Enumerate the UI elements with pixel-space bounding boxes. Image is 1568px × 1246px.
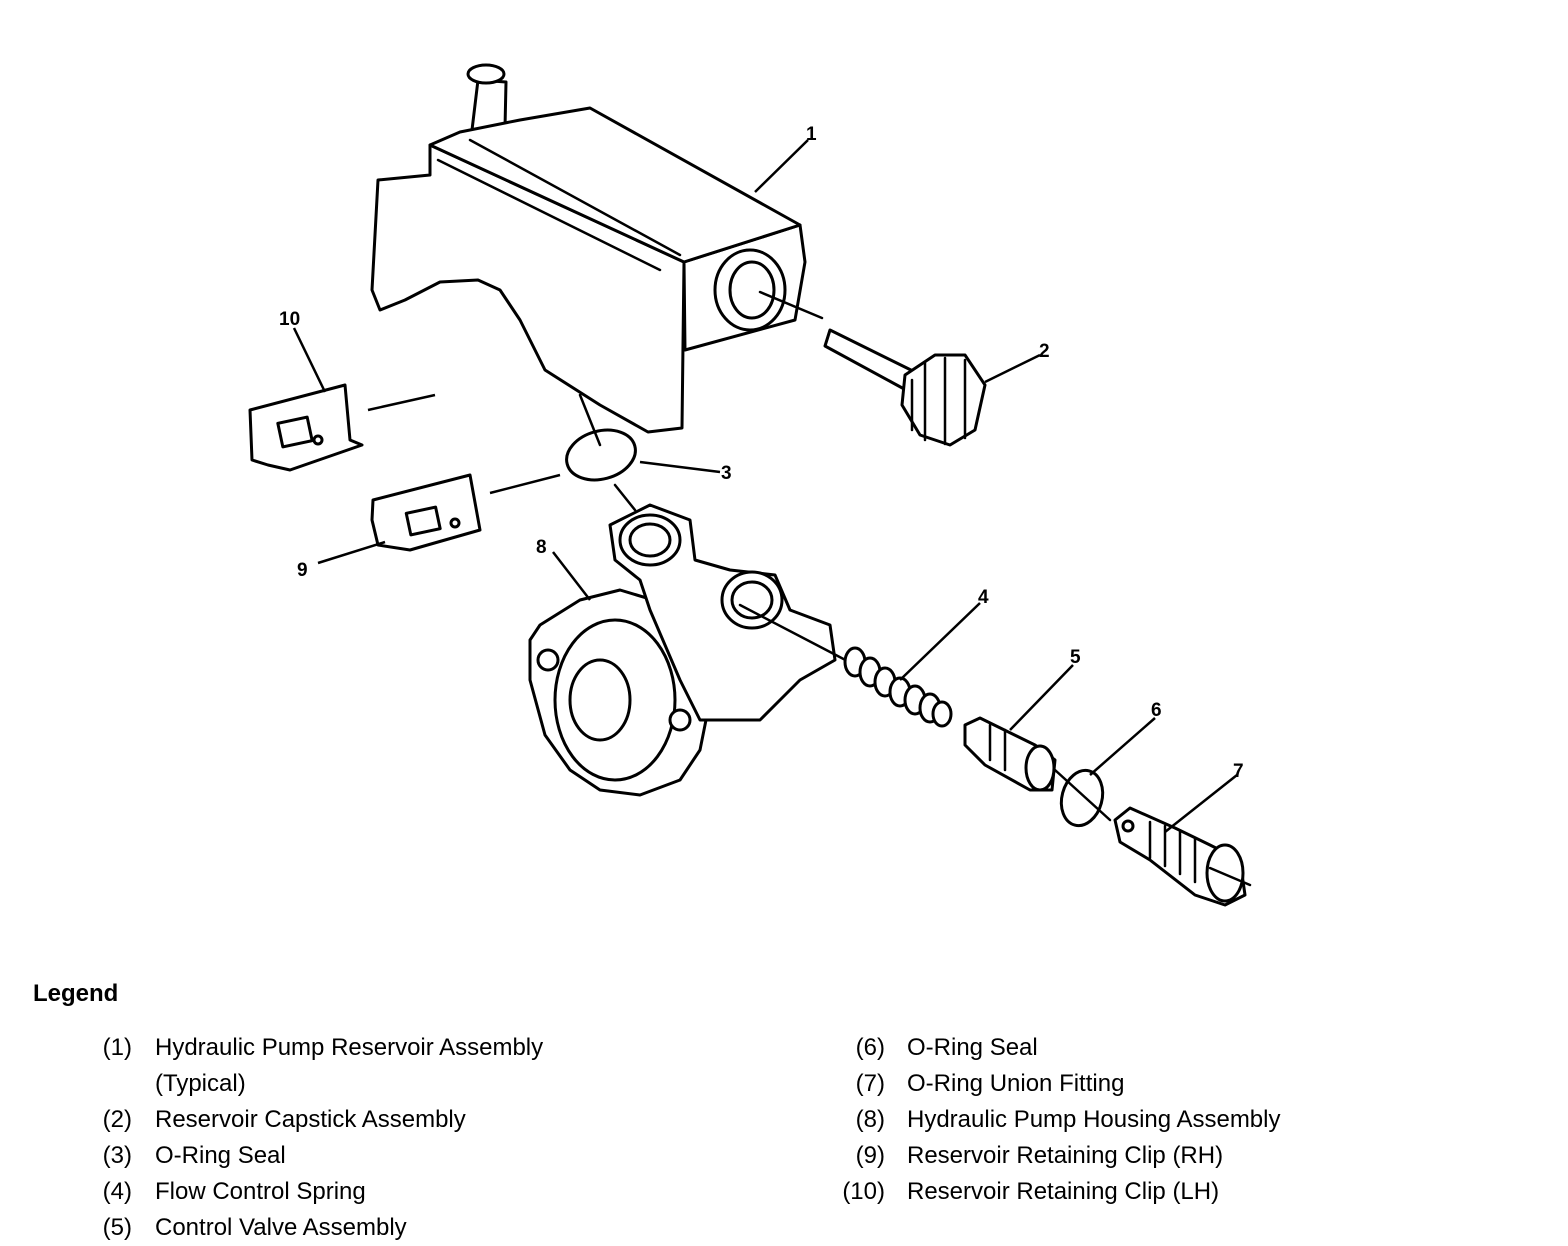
legend-item: (3) O-Ring Seal [0,1138,700,1174]
legend-item-text: O-Ring Seal [155,1142,286,1169]
legend-item-number: (3) [102,1142,132,1169]
legend-item: (8) Hydraulic Pump Housing Assembly [780,1102,1540,1138]
part-flow-control-spring [738,603,953,728]
legend-item-text: O-Ring Seal [907,1034,1038,1061]
callout-5: 5 [1070,647,1081,668]
legend-item: (7) O-Ring Union Fitting [780,1066,1540,1102]
legend-item: (6) O-Ring Seal [780,1030,1540,1066]
exploded-view-diagram: 1 2 3 4 5 6 7 8 9 10 [248,63,1252,907]
callout-1: 1 [806,124,817,145]
callout-8: 8 [536,537,547,558]
callout-7: 7 [1233,761,1244,782]
legend-item-number: (2) [102,1106,132,1133]
legend-right-column: (6) O-Ring Seal (7) O-Ring Union Fitting… [780,1030,1540,1210]
part-pump-housing [528,503,837,797]
part-o-ring-seal-6 [1059,768,1105,828]
part-capstick [758,290,987,447]
legend-item-text: O-Ring Union Fitting [907,1070,1125,1097]
legend-item-text: Control Valve Assembly [155,1214,407,1241]
legend-item: (2) Reservoir Capstick Assembly [0,1102,700,1138]
legend-item-number: (1) [102,1034,132,1061]
callout-4: 4 [978,587,989,608]
legend-item: (4) Flow Control Spring [0,1174,700,1210]
legend-item-number: (7) [855,1070,885,1097]
legend-item-text: Hydraulic Pump Housing Assembly [907,1106,1281,1133]
legend-item-text: Flow Control Spring [155,1178,366,1205]
part-clip-lh [248,383,364,472]
callout-9: 9 [297,560,308,581]
legend-title: Legend [33,980,119,1007]
legend-item-text: Reservoir Capstick Assembly [155,1106,466,1133]
part-clip-rh [370,473,482,552]
legend-left-column: (1) Hydraulic Pump Reservoir Assembly (T… [0,1030,700,1246]
legend-item: (9) Reservoir Retaining Clip (RH) [780,1138,1540,1174]
legend-item-text: Reservoir Retaining Clip (LH) [907,1178,1220,1205]
legend-item: (1) Hydraulic Pump Reservoir Assembly (T… [0,1030,700,1102]
part-o-ring-seal-3 [565,428,637,482]
callout-10: 10 [279,309,300,330]
part-union-fitting [1113,806,1252,907]
legend-item-text: Hydraulic Pump Reservoir Assembly (Typic… [155,1034,544,1097]
legend-item-number: (5) [102,1214,132,1241]
part-reservoir [370,63,807,434]
legend-item-number: (9) [855,1142,885,1169]
legend-item-number: (10) [842,1178,885,1205]
legend-item-text: Reservoir Retaining Clip (RH) [907,1142,1224,1169]
callout-6: 6 [1151,700,1162,721]
callout-2: 2 [1039,341,1050,362]
legend-item-number: (6) [855,1034,885,1061]
legend-item: (10) Reservoir Retaining Clip (LH) [780,1174,1540,1210]
legend-item: (5) Control Valve Assembly [0,1210,700,1246]
legend-item-number: (4) [102,1178,132,1205]
legend-item-number: (8) [855,1106,885,1133]
callout-3: 3 [721,463,732,484]
part-control-valve [963,716,1057,792]
